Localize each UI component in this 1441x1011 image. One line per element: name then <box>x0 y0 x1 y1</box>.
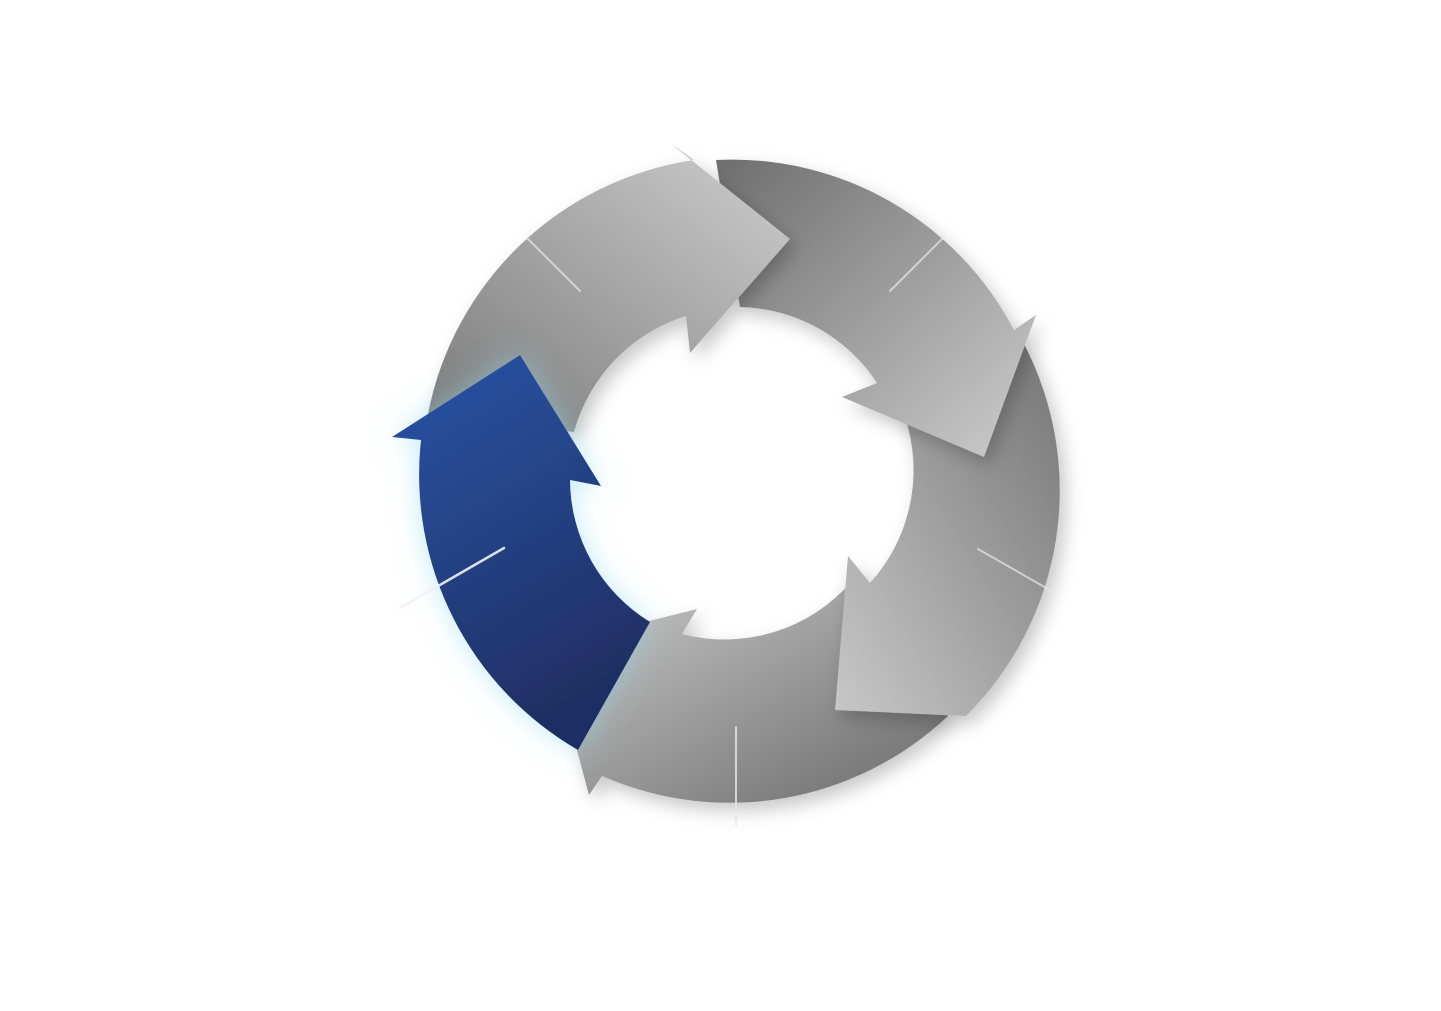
separator-line <box>889 235 946 292</box>
cycle-segment-5-highlighted <box>392 355 650 750</box>
separator-line <box>526 237 581 292</box>
cycle-segment-2 <box>716 159 1036 457</box>
cycle-segment-3 <box>835 344 1060 717</box>
separator-line <box>977 548 1056 594</box>
segment-separators <box>398 235 1056 826</box>
separator-line <box>398 546 506 610</box>
